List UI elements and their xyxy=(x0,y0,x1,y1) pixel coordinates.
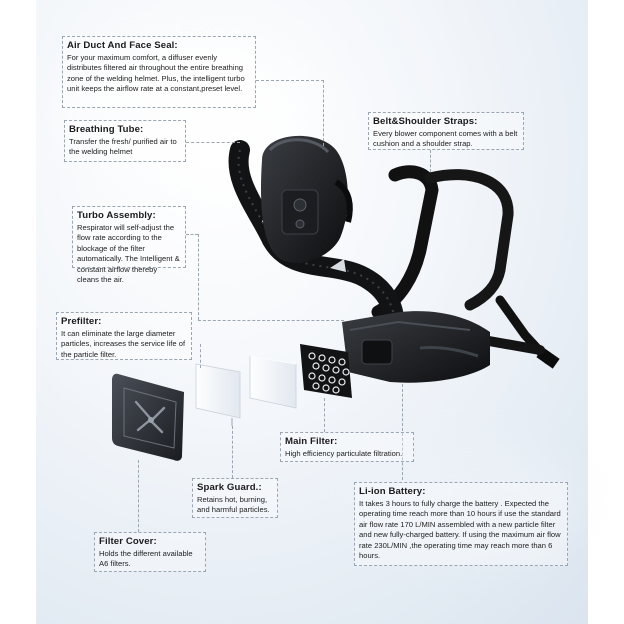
callout-title: Spark Guard.: xyxy=(197,482,262,493)
callout-title: Prefilter: xyxy=(61,316,102,327)
right-margin xyxy=(588,0,624,624)
blower-unit-icon xyxy=(342,311,490,383)
leader-line xyxy=(324,398,325,432)
callout-text: Retains hot, burning, and harmful partic… xyxy=(197,495,270,515)
callout-title: Air Duct And Face Seal: xyxy=(67,40,178,51)
callout-title: Breathing Tube: xyxy=(69,124,144,135)
callout-prefilter: Prefilter: It can eliminate the large di… xyxy=(56,312,192,360)
callout-battery: Li-ion Battery: It takes 3 hours to full… xyxy=(354,482,568,566)
leader-line xyxy=(256,80,324,81)
main-filter-icon xyxy=(300,344,352,398)
callout-title: Main Filter: xyxy=(285,436,338,447)
callout-title: Li-ion Battery: xyxy=(359,486,426,497)
leader-line xyxy=(138,460,139,532)
leader-line xyxy=(430,150,431,172)
callout-filter-cover: Filter Cover: Holds the different availa… xyxy=(94,532,206,572)
callout-text: It takes 3 hours to fully charge the bat… xyxy=(359,499,561,561)
callout-text: Every blower component comes with a belt… xyxy=(373,129,518,149)
leader-line xyxy=(232,426,233,478)
welding-helmet-icon xyxy=(260,135,353,263)
callout-title: Filter Cover: xyxy=(99,536,157,547)
leader-line xyxy=(200,344,201,368)
callout-text: Transfer the fresh/ purified air to the … xyxy=(69,137,177,157)
callout-text: Holds the different available A6 filters… xyxy=(99,549,193,569)
callout-text: Respirator will self-adjust the flow rat… xyxy=(77,223,180,285)
callout-title: Belt&Shoulder Straps: xyxy=(373,116,478,127)
callout-text: For your maximum comfort, a diffuser eve… xyxy=(67,53,245,94)
leader-line xyxy=(323,80,324,146)
filter-cover-icon xyxy=(112,373,184,461)
prefilter-sheet-icon xyxy=(195,363,241,426)
callout-straps: Belt&Shoulder Straps: Every blower compo… xyxy=(368,112,524,150)
callout-main-filter: Main Filter: High efficiency particulate… xyxy=(280,432,414,462)
spark-guard-icon xyxy=(249,355,297,409)
callout-breathing-tube: Breathing Tube: Transfer the fresh/ puri… xyxy=(64,120,186,162)
callout-text: It can eliminate the large diameter part… xyxy=(61,329,186,359)
leader-line xyxy=(186,234,198,235)
leader-line xyxy=(186,142,240,143)
left-margin xyxy=(0,0,36,624)
callout-title: Turbo Assembly: xyxy=(77,210,156,221)
leader-line xyxy=(198,234,199,320)
leader-line xyxy=(198,320,344,321)
callout-text: High efficiency particulate filtration. xyxy=(285,449,403,458)
callout-turbo-assembly: Turbo Assembly: Respirator will self-adj… xyxy=(72,206,186,284)
background-glow xyxy=(360,440,580,560)
callout-air-duct: Air Duct And Face Seal: For your maximum… xyxy=(62,36,256,108)
callout-spark-guard: Spark Guard.: Retains hot, burning, and … xyxy=(192,478,278,518)
